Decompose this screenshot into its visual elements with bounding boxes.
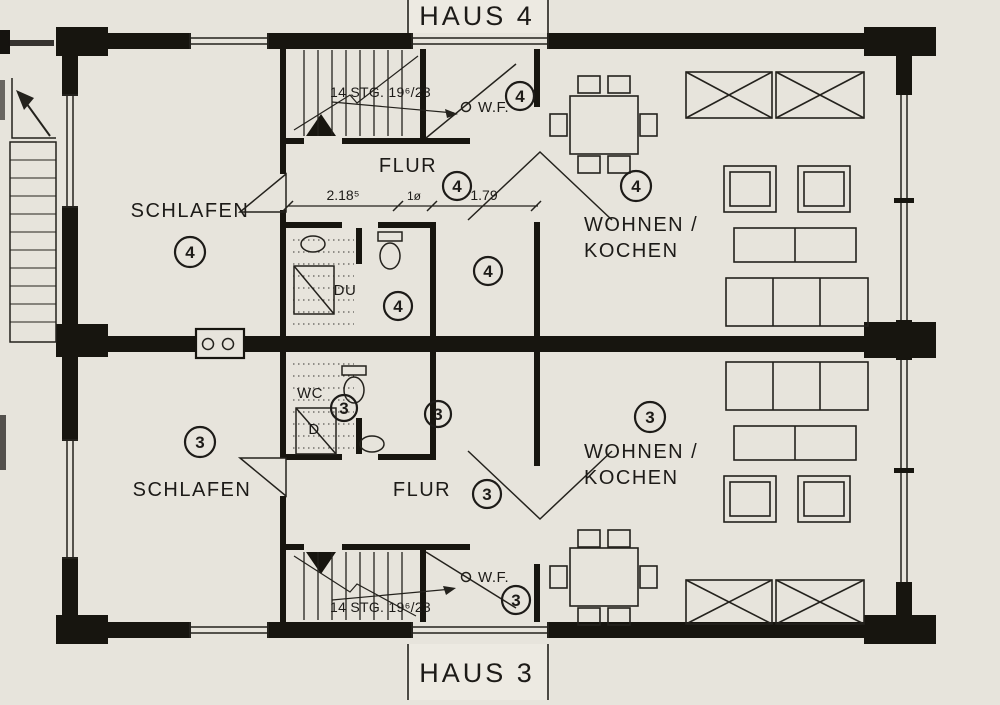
unit-badge-haus4: 4 — [472, 255, 504, 287]
room-label-flur-haus3: FLUR — [393, 479, 451, 501]
room-label-kochen-haus3: KOCHEN — [584, 467, 679, 489]
interior-walls — [280, 49, 540, 622]
wf-label-haus4: W.F. — [478, 99, 509, 116]
unit-badge-haus4: 4 — [504, 80, 536, 112]
coffee-table — [733, 425, 857, 461]
stairs-note-haus3: 14 STG. 19⁶/23 — [330, 599, 431, 615]
unit-badge-haus3: 3 — [423, 399, 453, 429]
unit-number: 3 — [645, 408, 654, 427]
washbasin-fixture — [359, 435, 385, 453]
furniture-haus3 — [549, 361, 869, 626]
room-label-wc-haus3: WC — [297, 385, 323, 402]
furniture-haus4 — [549, 71, 869, 327]
unit-number: 4 — [452, 177, 462, 196]
armchair — [797, 475, 851, 523]
washbasin-fixture — [300, 235, 326, 253]
wf-symbol-icon — [460, 101, 472, 113]
room-label-d-haus3: D — [308, 421, 319, 438]
toilet-fixture — [341, 365, 367, 404]
unit-badge-haus3: 3 — [183, 425, 217, 459]
shower-fixture — [293, 265, 335, 315]
armchair — [723, 475, 777, 523]
toilet-fixture — [377, 231, 403, 270]
unit-number: 4 — [393, 297, 403, 316]
page-title-haus4: HAUS 4 — [419, 1, 535, 31]
dining-set — [549, 529, 658, 626]
exterior-stair — [9, 78, 57, 343]
room-label-schlafen-haus3: SCHLAFEN — [133, 479, 252, 501]
room-label-kochen-haus4: KOCHEN — [584, 240, 679, 262]
coffee-table — [733, 227, 857, 263]
dimension-value: 1ø — [407, 189, 422, 203]
wardrobe — [775, 71, 865, 119]
unit-badge-haus3: 3 — [471, 478, 503, 510]
room-label-wohnen-haus4: WOHNEN / — [584, 214, 698, 236]
room-label-schlafen-haus4: SCHLAFEN — [131, 200, 250, 222]
unit-number: 3 — [511, 591, 520, 610]
dining-set — [549, 75, 658, 174]
title-block-haus4: HAUS 4 — [406, 0, 550, 33]
room-label-flur-haus4: FLUR — [379, 155, 437, 177]
unit-badge-haus3: 3 — [329, 393, 359, 423]
staircase-haus3 — [293, 552, 456, 620]
bathroom-haus4 — [293, 231, 403, 325]
wf-label-haus3: W.F. — [478, 569, 509, 586]
direction-arrow-icon — [16, 90, 34, 110]
dimension-value: 2.18⁵ — [326, 187, 359, 203]
title-block-haus3: HAUS 3 — [406, 644, 550, 700]
sofa — [725, 361, 869, 411]
wardrobe — [685, 579, 773, 625]
dimension-chain — [282, 200, 542, 212]
entrance-door-markers — [306, 114, 336, 574]
windows — [62, 33, 914, 638]
dimension-value: 1.79 — [470, 187, 497, 203]
staircase-haus4 — [293, 50, 458, 136]
wf-symbol-icon — [460, 571, 472, 583]
wardrobe — [775, 579, 865, 625]
unit-badge-haus4: 4 — [441, 170, 473, 202]
shower-fixture — [295, 407, 337, 455]
unit-number: 3 — [339, 399, 348, 418]
unit-number: 4 — [515, 87, 525, 106]
page-title-haus3: HAUS 3 — [419, 658, 535, 688]
unit-number: 3 — [482, 485, 491, 504]
unit-badge-haus4: 4 — [382, 290, 414, 322]
room-label-wohnen-haus3: WOHNEN / — [584, 441, 698, 463]
sofa — [725, 277, 869, 327]
unit-badge-haus3: 3 — [633, 400, 667, 434]
unit-number: 3 — [195, 433, 204, 452]
unit-badge-haus4: 4 — [619, 169, 653, 203]
utility-box — [194, 327, 246, 360]
unit-badge-haus4: 4 — [173, 235, 207, 269]
unit-number: 4 — [631, 177, 641, 196]
unit-badge-haus3: 3 — [500, 584, 532, 616]
scan-artifacts — [0, 30, 54, 470]
unit-number: 4 — [483, 262, 493, 281]
bathroom-haus3 — [293, 363, 385, 455]
unit-number: 3 — [433, 405, 442, 424]
door-swings — [237, 63, 613, 609]
exterior-walls — [56, 27, 936, 644]
stairs-note-haus4: 14 STG. 19⁶/23 — [330, 84, 431, 100]
armchair — [797, 165, 851, 213]
armchair — [723, 165, 777, 213]
room-label-du-haus4: DU — [334, 282, 357, 299]
unit-number: 4 — [185, 243, 195, 262]
wardrobe — [685, 71, 773, 119]
